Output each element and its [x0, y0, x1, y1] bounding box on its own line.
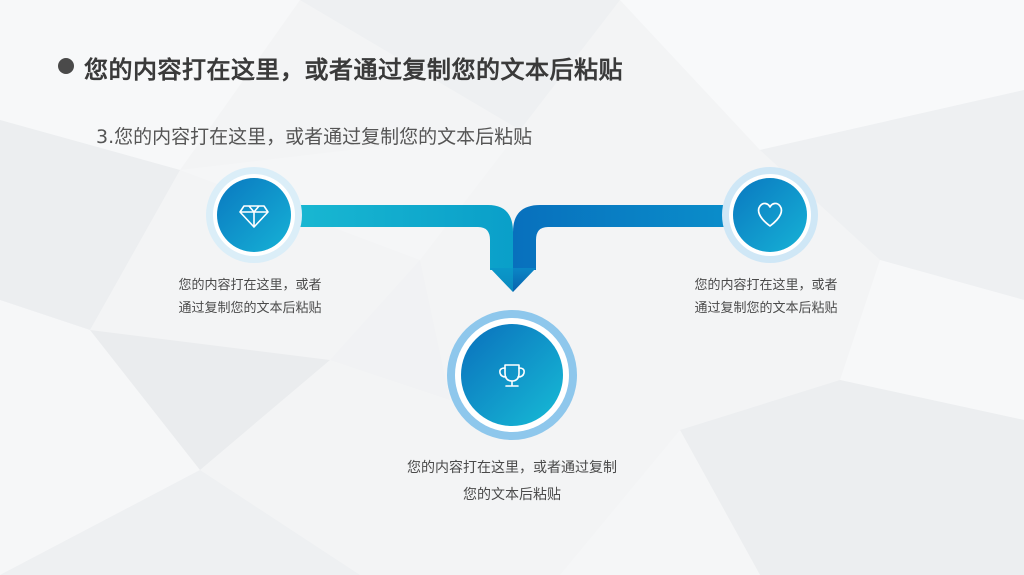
connector-right [513, 205, 740, 270]
node-left [206, 167, 302, 263]
node-left-description: 您的内容打在这里，或者 通过复制您的文本后粘贴 [150, 274, 350, 320]
heart-icon [757, 202, 783, 227]
node-left-line1: 您的内容打在这里，或者 [178, 278, 322, 293]
node-right-line1: 您的内容打在这里，或者 [694, 278, 838, 293]
node-center [447, 310, 577, 440]
title-bullet [58, 58, 74, 74]
slide-subtitle: 3.您的内容打在这里，或者通过复制您的文本后粘贴 [96, 126, 533, 148]
node-center-line1: 您的内容打在这里，或者通过复制 [407, 460, 617, 476]
node-right-line2: 通过复制您的文本后粘贴 [694, 301, 838, 316]
connector-left [290, 205, 513, 270]
trophy-icon [499, 364, 525, 387]
node-right-description: 您的内容打在这里，或者 通过复制您的文本后粘贴 [666, 274, 866, 320]
slide-title: 您的内容打在这里，或者通过复制您的文本后粘贴 [84, 56, 623, 84]
node-center-line2: 您的文本后粘贴 [463, 487, 561, 503]
node-center-description: 您的内容打在这里，或者通过复制 您的文本后粘贴 [372, 455, 652, 509]
node-right [722, 167, 818, 263]
diamond-icon [239, 205, 269, 228]
node-left-line2: 通过复制您的文本后粘贴 [178, 301, 322, 316]
